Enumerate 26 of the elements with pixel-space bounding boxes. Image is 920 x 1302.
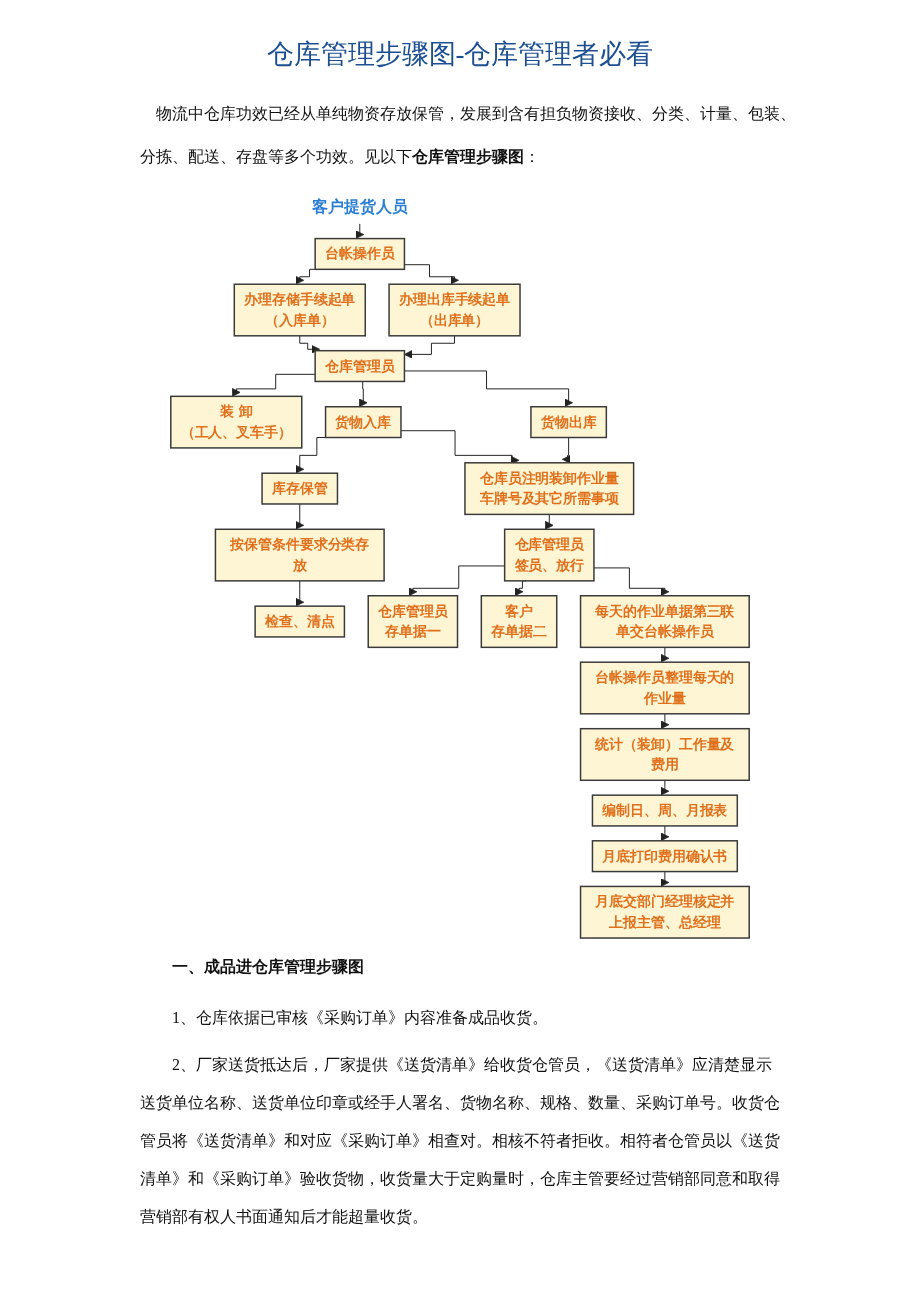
node-box: 检查、清点 [254, 605, 346, 638]
node-box: 台帐操作员 [314, 237, 406, 271]
intro-paragraph: 物流中仓库功效已经从单纯物资存放保管，发展到含有担负物资接收、分类、计量、包装、分拣、配送、存盘等多个功效。见以下仓库管理步骤图： [140, 104, 797, 167]
node-text: 客户提货人员 [312, 196, 408, 216]
node-box: 编制日、周、月报表 [591, 794, 739, 827]
node-box: 仓库管理员 [314, 349, 406, 383]
node-box: 仓库管理员 签员、放行 [503, 528, 595, 582]
node-box: 库存保管 [261, 472, 339, 505]
node-box: 客户 存单据二 [480, 595, 558, 649]
node-box: 办理存储手续起单 （入库单） [233, 283, 366, 337]
node-box: 货物入库 [324, 406, 402, 439]
body-paragraph: 1、仓库依据已审核《采购订单》内容准备成品收货。 [171, 1008, 549, 1028]
node-box: 仓库员注明装卸作业量车牌号及其它所需事项 [464, 462, 635, 516]
body-paragraph: 2、厂家送货抵达后，厂家提供《送货清单》给收货仓管员，《送货清单》应清楚显示送货单位名称、送货单位印章或经手人署名、货物名称、规格、数量、采购订单号。收货仓管员将《送货清单》和对应《采购订单》相查对。相核不符者拒收。相符者仓管员以《送货清单》和《采购订单》验收货物，收货量大于定购量时，仓库主管要经过营销部同意和取得营销部有权人书面通知后才能超量收货。 [140, 1055, 781, 1227]
node-box: 按保管条件要求分类存放 [214, 528, 385, 582]
node-box: 货物出库 [530, 406, 608, 439]
node-box: 月底交部门经理核定并上报主管、总经理 [579, 885, 750, 939]
node-box: 台帐操作员整理每天的作业量 [579, 661, 750, 715]
node-box: 办理出库手续起单 （出库单） [388, 283, 521, 337]
node-box: 月底打印费用确认书 [591, 840, 739, 873]
node-box: 装 卸 （工人、叉车手） [170, 395, 303, 449]
node-box: 每天的作业单据第三联单交台帐操作员 [579, 595, 750, 649]
node-box: 统计（装卸）工作量及费用 [579, 727, 750, 782]
page-title: 仓库管理步骤图-仓库管理者必看 [265, 38, 655, 71]
node-box: 仓库管理员 存单据一 [367, 595, 459, 649]
section-heading: 一、成品进仓库管理步骤图 [171, 957, 365, 977]
